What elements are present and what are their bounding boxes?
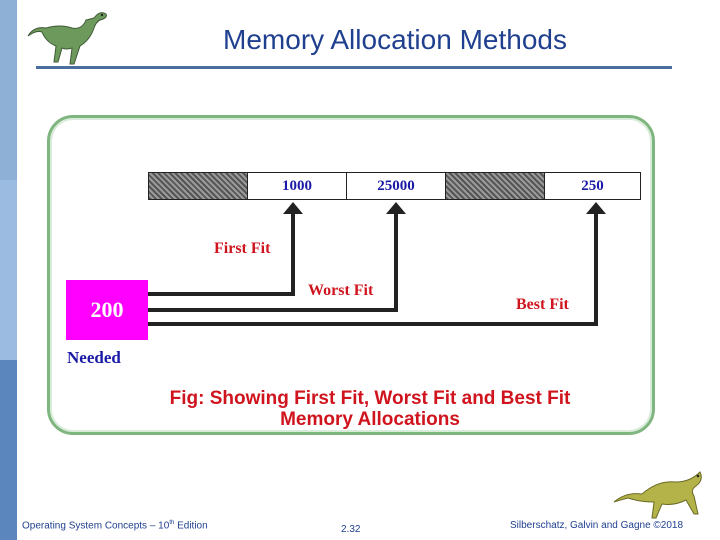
best-fit-label: Best Fit <box>516 296 569 313</box>
first-fit-label: First Fit <box>214 240 271 257</box>
worst-fit-label: Worst Fit <box>308 282 374 299</box>
sidebar-band <box>0 360 17 540</box>
process-block: 200 <box>66 280 148 340</box>
sidebar-band <box>0 0 17 180</box>
best-fit-arrow <box>148 210 598 326</box>
first-fit-arrowhead <box>283 202 303 214</box>
footer-copyright: Silberschatz, Galvin and Gagne ©2018 <box>510 520 684 531</box>
slide-title: Memory Allocation Methods <box>223 24 567 55</box>
dinosaur-footer-icon <box>613 471 702 519</box>
best-fit-arrowhead <box>586 202 606 214</box>
memory-block-free: 25000 <box>346 172 446 200</box>
title-divider <box>36 66 672 69</box>
memory-block-used <box>445 172 545 200</box>
caption-line: Fig: Showing First Fit, Worst Fit and Be… <box>169 388 571 409</box>
dinosaur-logo-icon <box>27 12 107 65</box>
worst-fit-arrow <box>148 210 398 312</box>
memory-block-free: 1000 <box>247 172 347 200</box>
footer-book-title: Operating System Concepts – 10th Edition <box>22 520 208 532</box>
process-label: Needed <box>67 348 121 367</box>
slide-sidebar <box>0 0 17 540</box>
worst-fit-arrowhead <box>386 202 406 214</box>
first-fit-arrow <box>148 210 295 296</box>
figure-caption: Fig: Showing First Fit, Worst Fit and Be… <box>60 388 680 430</box>
caption-line: Memory Allocations <box>280 409 460 430</box>
diagram-frame <box>47 115 655 435</box>
sidebar-band <box>0 180 17 360</box>
footer-page-number: 2.32 <box>341 524 361 535</box>
memory-block-free: 250 <box>544 172 641 200</box>
